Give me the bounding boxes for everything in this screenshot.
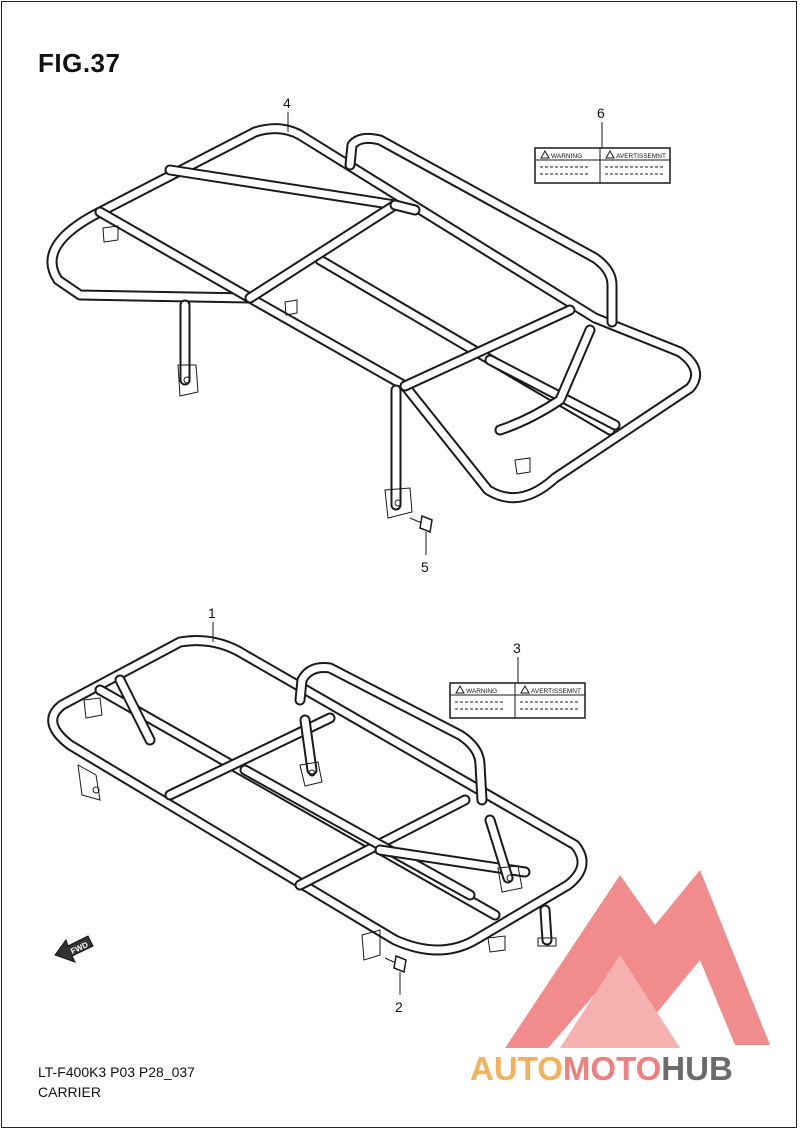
watermark-auto: AUTOMOTOHUB [470, 1050, 733, 1087]
warning-label-lower: WARNING AVERTISSEMNT [449, 682, 586, 719]
watermark-part-moto: MOTO [563, 1050, 661, 1087]
group-name: CARRIER [38, 1084, 102, 1100]
warning-text: WARNING [466, 688, 497, 695]
warning-text: WARNING [551, 153, 582, 160]
callout-1: 1 [208, 605, 216, 621]
watermark-part-auto: AUTO [470, 1050, 563, 1087]
fwd-text: FWD [69, 940, 90, 956]
callout-5: 5 [421, 559, 429, 575]
callout-2: 2 [395, 999, 403, 1015]
bolt-upper [409, 514, 433, 534]
reference-code: LT-F400K3 P03 P28_037 [38, 1064, 195, 1080]
callout-3: 3 [513, 640, 521, 656]
callout-6: 6 [597, 105, 605, 121]
avertissement-text: AVERTISSEMNT [531, 688, 581, 695]
callout-4: 4 [283, 95, 291, 111]
bolt-lower [384, 954, 407, 974]
figure-title: FIG.37 [38, 48, 121, 78]
avertissement-text: AVERTISSEMNT [616, 153, 666, 160]
watermark-part-hub: HUB [661, 1050, 733, 1087]
warning-label-upper: WARNING AVERTISSEMNT [534, 147, 671, 184]
rear-carrier-upper [46, 123, 702, 534]
watermark-logo [505, 870, 770, 1048]
front-carrier-lower [47, 635, 588, 974]
forward-arrow-icon: FWD [54, 935, 94, 963]
